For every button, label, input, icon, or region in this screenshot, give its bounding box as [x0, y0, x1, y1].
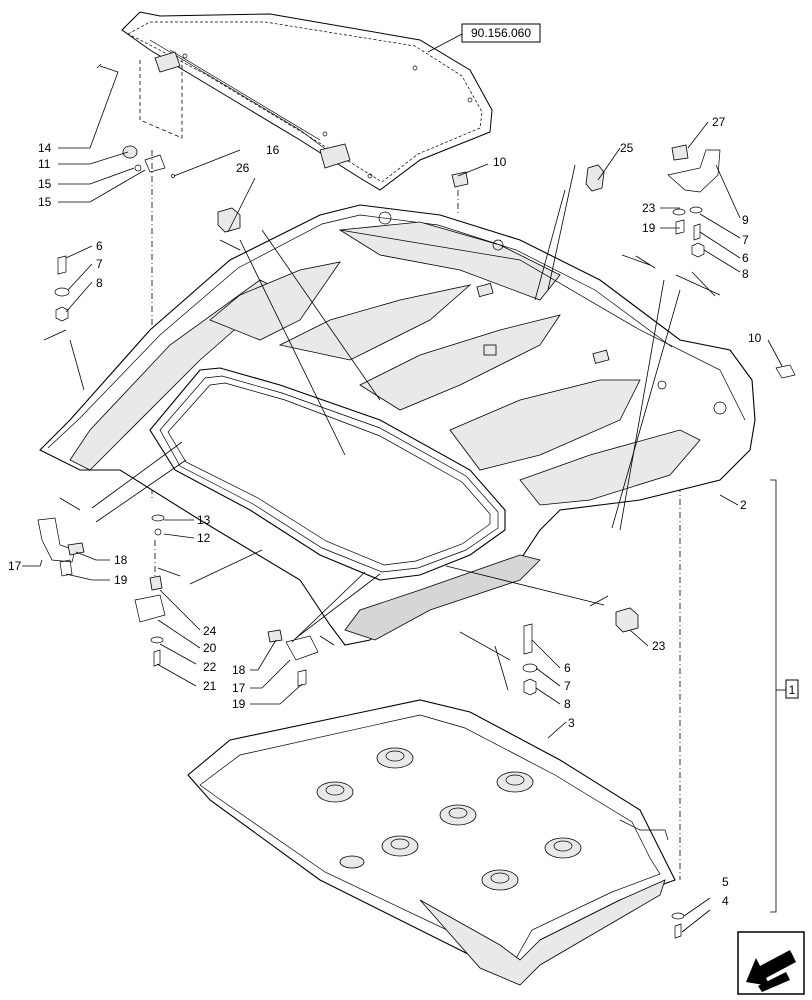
label-2: 2 — [740, 498, 747, 512]
label-17: 17 — [232, 681, 246, 695]
label-8: 8 — [96, 276, 103, 290]
label-14: 14 — [38, 141, 52, 155]
label-27: 27 — [712, 115, 726, 129]
lower-trim-panel — [187, 699, 676, 986]
label-19: 19 — [232, 697, 246, 711]
reference-callout[interactable]: 90.156.060 — [461, 23, 541, 43]
label-7: 7 — [564, 679, 571, 693]
label-18: 18 — [114, 553, 128, 567]
label-5: 5 — [722, 875, 729, 889]
arrow-nav-icon[interactable] — [737, 931, 805, 995]
label-23: 23 — [652, 639, 666, 653]
reference-code[interactable]: 90.156.060 — [471, 26, 531, 40]
label-6: 6 — [96, 239, 103, 253]
label-16: 16 — [266, 143, 280, 157]
label-7: 7 — [96, 257, 103, 271]
label-15: 15 — [38, 195, 52, 209]
label-22: 22 — [203, 660, 217, 674]
label-19: 19 — [114, 573, 128, 587]
assembly-label: 1 — [789, 683, 796, 697]
assembly-callout: 1 — [785, 679, 799, 699]
label-24: 24 — [203, 624, 217, 638]
part-labels: 2 3 4 5 6 7 8 6 7 8 6 7 8 9 10 10 11 12 … — [8, 115, 762, 908]
label-11: 11 — [38, 157, 51, 171]
label-21: 21 — [203, 679, 217, 693]
leader-lines — [22, 33, 786, 933]
label-9: 9 — [742, 213, 749, 227]
label-20: 20 — [203, 641, 217, 655]
label-10: 10 — [748, 331, 762, 345]
label-7: 7 — [742, 233, 749, 247]
label-4: 4 — [722, 894, 729, 908]
panel-bosses — [316, 747, 582, 891]
fasteners — [37, 63, 796, 939]
label-17: 17 — [8, 559, 22, 573]
label-15: 15 — [38, 177, 52, 191]
label-13: 13 — [197, 513, 211, 527]
label-6: 6 — [742, 251, 749, 265]
label-25: 25 — [620, 141, 634, 155]
label-26: 26 — [236, 161, 250, 175]
label-10: 10 — [493, 155, 507, 169]
label-3: 3 — [568, 716, 575, 730]
label-6: 6 — [564, 661, 571, 675]
alignment-line — [139, 60, 183, 139]
upper-roof-panel — [121, 11, 493, 191]
label-8: 8 — [742, 267, 749, 281]
label-23: 23 — [642, 201, 656, 215]
roof-shell — [39, 204, 756, 646]
label-19: 19 — [642, 221, 656, 235]
label-12: 12 — [197, 531, 211, 545]
label-8: 8 — [564, 697, 571, 711]
label-18: 18 — [232, 663, 246, 677]
